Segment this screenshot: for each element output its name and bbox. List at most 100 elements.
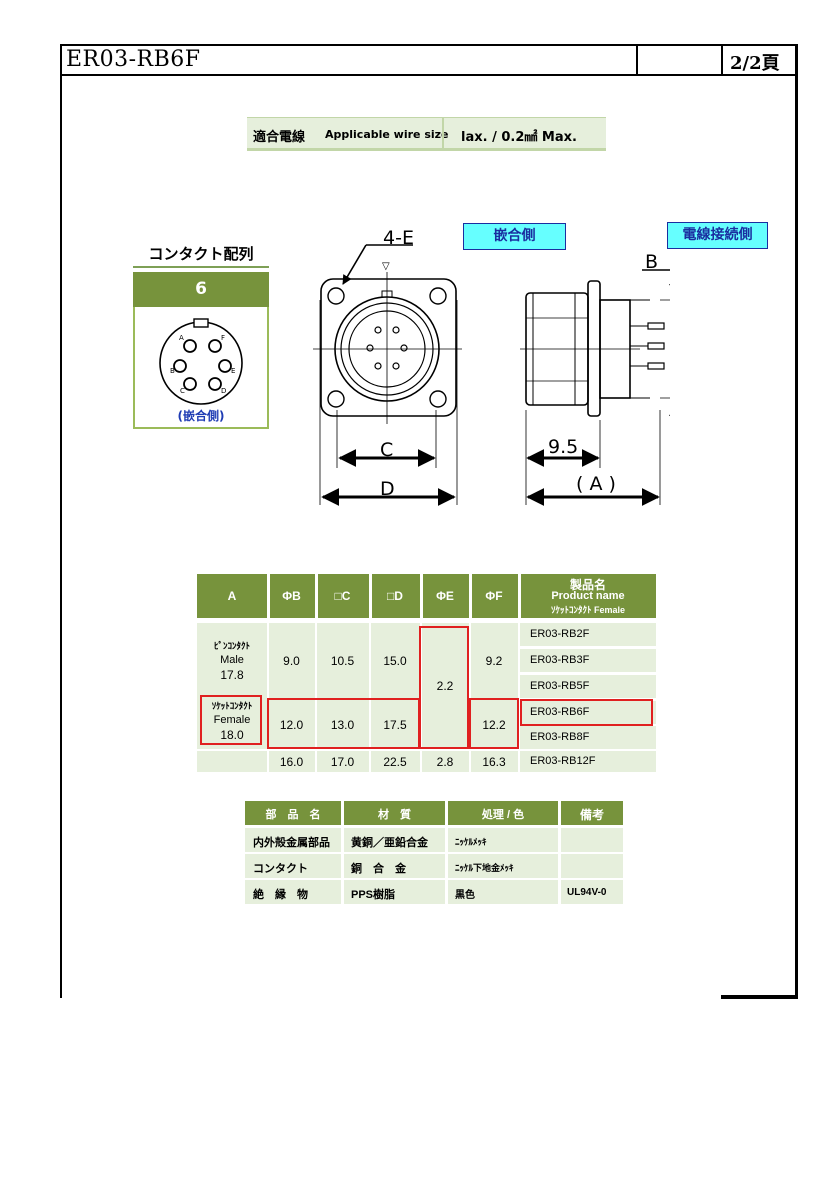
wire-size-separator <box>442 118 444 149</box>
wire-size-value: lax. / 0.2㎟ Max. <box>461 130 577 145</box>
materials-divider <box>558 828 561 905</box>
row2-b: 12.0 <box>279 718 304 732</box>
socket-contact-gender: Female <box>213 714 251 726</box>
contact-arrangement-box: A F B E C D (嵌合側) <box>133 307 269 429</box>
materials-divider <box>445 828 448 905</box>
material-finish-1: ﾆｯｹﾙﾒｯｷ <box>455 837 487 847</box>
materials-header-note: 備考 <box>579 808 604 822</box>
material-part-1: 内外殻金属部品 <box>253 837 330 849</box>
spec-body-left <box>197 623 518 749</box>
materials-divider <box>341 828 344 905</box>
dim-label-a: ( A ) <box>576 473 616 495</box>
pin-label-b: B <box>170 367 175 375</box>
product-row <box>520 751 656 772</box>
header-divider <box>420 574 423 618</box>
material-note-3: UL94V-0 <box>567 887 607 898</box>
title-bar: ER03-RB6F 2/2頁 <box>60 44 798 76</box>
title-separator <box>636 44 638 74</box>
highlight-row2-f <box>469 698 519 749</box>
spec-header-f: ΦF <box>485 589 503 603</box>
spec-header-b: ΦB <box>282 589 301 603</box>
contact-caption: (嵌合側) <box>177 409 225 423</box>
shared-e: 2.2 <box>436 679 454 693</box>
highlight-e-column <box>419 626 469 749</box>
row2-f: 12.2 <box>482 718 506 732</box>
material-part-2: コンタクト <box>253 863 308 875</box>
datum-mark: ▽ <box>382 261 390 272</box>
row2-d: 17.5 <box>383 718 407 732</box>
material-spec-2: 銅 合 金 <box>351 863 406 875</box>
product-name: ER03-RB3F <box>530 654 590 666</box>
product-row <box>520 701 656 724</box>
socket-contact-length: 18.0 <box>220 728 244 742</box>
wire-size-label-en: Applicable wire size <box>325 128 449 141</box>
header-divider <box>369 574 372 618</box>
column-divider <box>469 623 471 772</box>
header-divider <box>267 574 270 618</box>
row3-f: 16.3 <box>482 755 506 769</box>
header-divider <box>469 574 472 618</box>
column-divider <box>369 623 371 772</box>
materials-header-part: 部 品 名 <box>265 809 321 821</box>
material-part-3: 絶 縁 物 <box>253 889 308 901</box>
pin-label-f: F <box>221 334 225 342</box>
document-title: ER03-RB6F <box>66 47 201 72</box>
header-divider <box>518 574 521 618</box>
side-view <box>520 269 670 506</box>
spec-body-last <box>197 751 518 772</box>
material-finish-3: 黒色 <box>455 890 475 901</box>
dim-label-c: C <box>380 439 393 461</box>
spec-header-product-en: Product name <box>551 590 625 602</box>
highlight-row2-bcd <box>267 698 420 749</box>
spec-header-d: □D <box>387 589 403 603</box>
pin-c <box>183 377 197 391</box>
column-divider <box>420 623 422 772</box>
pin-f <box>208 339 222 353</box>
row1-f: 9.2 <box>485 654 503 668</box>
pin-contact-type: ﾋﾟﾝｺﾝﾀｸﾄ <box>213 641 250 651</box>
highlight-socket-label <box>200 695 262 745</box>
wire-size-box: 適合電線 Applicable wire size lax. / 0.2㎟ Ma… <box>247 117 606 151</box>
materials-header-material: 材 質 <box>378 809 411 821</box>
title-separator <box>721 44 723 74</box>
pin-contact-length: 17.8 <box>220 668 244 682</box>
product-name: ER03-RB2F <box>530 628 590 640</box>
contact-count: 6 <box>133 272 269 307</box>
product-row <box>520 675 656 698</box>
product-name: ER03-RB8F <box>530 731 590 743</box>
frame-bottom-segment <box>721 995 798 999</box>
frame-right <box>795 44 798 998</box>
mating-side-label: 嵌合側 <box>463 223 566 250</box>
row3-c: 17.0 <box>330 755 355 769</box>
pin-label-c: C <box>180 387 185 395</box>
material-spec-3: PPS樹脂 <box>351 889 396 901</box>
pin-label-a: A <box>179 334 184 342</box>
socket-contact-type: ｿｹｯﾄｺﾝﾀｸﾄ <box>211 701 253 711</box>
row2-c: 13.0 <box>330 718 355 732</box>
header-divider <box>315 574 318 618</box>
pin-label-d: D <box>221 387 226 395</box>
contact-arrangement-diagram: A F B E C D <box>159 318 243 405</box>
column-divider <box>267 623 269 772</box>
dim-label-b: B <box>645 251 658 273</box>
material-finish-2: ﾆｯｹﾙ下地金ﾒｯｷ <box>455 863 514 873</box>
spec-header-product-type: ｿｹｯﾄｺﾝﾀｸﾄ Female <box>550 605 626 615</box>
material-spec-1: 黄銅／亜鉛合金 <box>351 837 428 849</box>
spec-header-e: ΦE <box>436 589 454 603</box>
frame-top <box>60 44 798 46</box>
spec-header-c: □C <box>334 589 351 603</box>
pin-a <box>183 339 197 353</box>
highlight-product <box>520 699 653 726</box>
dim-label-9-5: 9.5 <box>548 436 578 458</box>
spec-header-row <box>197 574 656 618</box>
row3-d: 22.5 <box>383 755 407 769</box>
frame-left <box>60 44 62 998</box>
product-row <box>520 649 656 672</box>
materials-table: 部 品 名 材 質 処理 / 色 備考 内外殻金属部品 黄銅／亜鉛合金 ﾆｯｹﾙ… <box>245 801 623 905</box>
wire-size-label-jp: 適合電線 <box>253 130 306 145</box>
wire-side-label: 電線接続側 <box>667 222 768 249</box>
dim-label-d: D <box>380 478 395 500</box>
row3-b: 16.0 <box>279 755 304 769</box>
pin-b <box>173 359 187 373</box>
spec-header-product-jp: 製品名 <box>569 578 606 592</box>
